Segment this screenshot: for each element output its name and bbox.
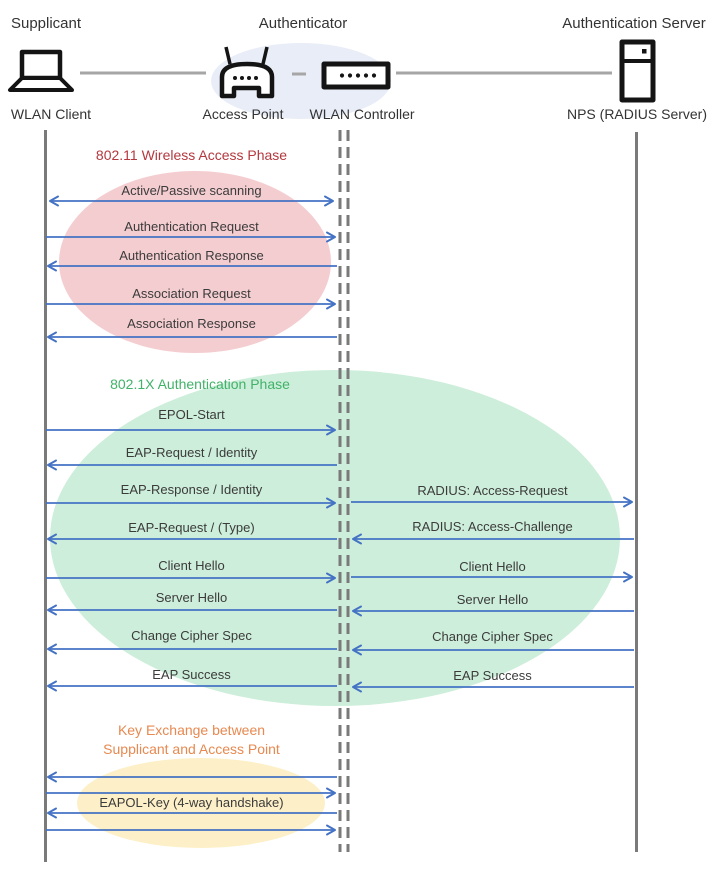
phase2-ellipse	[50, 370, 620, 706]
message-label-change-cipher-spec-right: Change Cipher Spec	[432, 629, 553, 644]
message-label-radius-access-request: RADIUS: Access-Request	[417, 483, 568, 498]
role-auth-server: Authentication Server	[562, 15, 706, 32]
message-label-server-hello-left: Server Hello	[155, 590, 228, 605]
arrows-left-lane	[46, 195, 337, 836]
arrows-right-lane	[351, 496, 634, 693]
phase3-title-line1: Key Exchange between	[117, 722, 266, 738]
message-label-eap-response-identity: EAP-Response / Identity	[120, 482, 263, 497]
message-label-client-hello-left: Client Hello	[158, 558, 225, 573]
message-label-change-cipher-spec-left: Change Cipher Spec	[131, 628, 252, 643]
phase3-ellipse	[77, 758, 325, 848]
message-label-eap-success-left: EAP Success	[152, 667, 231, 682]
device-wlan-controller: WLAN Controller	[309, 106, 415, 122]
message-label-client-hello-right: Client Hello	[459, 559, 526, 574]
message-label-association-response: Association Response	[127, 316, 256, 331]
message-label-server-hello-right: Server Hello	[456, 592, 529, 607]
role-authenticator: Authenticator	[258, 15, 348, 32]
message-label-eapol-key: EAPOL-Key (4-way handshake)	[99, 795, 284, 810]
message-label-epol-start: EPOL-Start	[158, 407, 225, 422]
lifelines	[44, 130, 638, 862]
device-nps: NPS (RADIUS Server)	[566, 106, 708, 122]
role-supplicant: Supplicant	[10, 15, 82, 32]
phase1-ellipse	[59, 171, 331, 353]
message-label-active-passive-scanning: Active/Passive scanning	[121, 183, 262, 198]
server-icon	[619, 39, 656, 103]
device-access-point: Access Point	[202, 106, 284, 122]
message-label-association-request: Association Request	[132, 286, 251, 301]
laptop-icon	[8, 49, 74, 92]
message-label-authentication-request: Authentication Request	[124, 219, 259, 234]
device-wlan-client: WLAN Client	[10, 106, 92, 122]
message-label-authentication-response: Authentication Response	[119, 248, 264, 263]
phase1-title: 802.11 Wireless Access Phase	[95, 147, 288, 163]
message-label-eap-request-identity: EAP-Request / Identity	[125, 445, 258, 460]
access-point-icon	[219, 46, 275, 99]
message-label-radius-access-challenge: RADIUS: Access-Challenge	[412, 519, 573, 534]
message-label-eap-success-right: EAP Success	[453, 668, 532, 683]
phase3-title-line2: Supplicant and Access Point	[103, 741, 280, 757]
topology	[8, 39, 656, 119]
wlan-controller-icon	[321, 61, 391, 90]
phase2-title: 802.1X Authentication Phase	[110, 376, 290, 392]
message-label-eap-request-type: EAP-Request / (Type)	[128, 520, 255, 535]
